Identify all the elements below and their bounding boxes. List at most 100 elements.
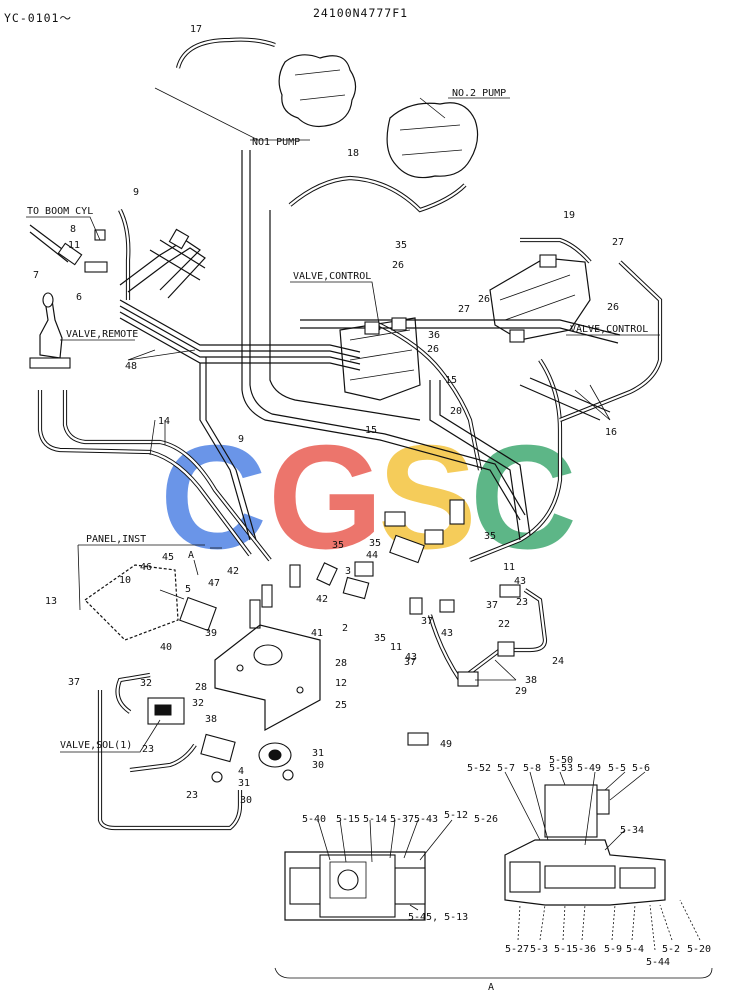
part-number-label: 3: [345, 566, 351, 577]
part-number-label: 37: [486, 600, 498, 611]
pressure-switch: [200, 733, 294, 783]
part-number-label: 35: [484, 531, 496, 542]
part-number-label: 18: [347, 148, 359, 159]
part-number-label: 44: [366, 550, 378, 561]
callout-no1-pump: NO1 PUMP: [252, 137, 300, 148]
part-number-label: 37: [404, 657, 416, 668]
part-number-label: 35: [332, 540, 344, 551]
boom-cylinder-fitting: [29, 224, 108, 273]
part-number-label: 5-36: [572, 944, 596, 955]
part-number-label: 46: [140, 562, 152, 573]
part-number-label: 32: [192, 698, 204, 709]
part-number-labels: 1718199811763526272636262726481515201614…: [33, 24, 711, 968]
watermark-letter-c1: C: [160, 415, 267, 580]
part-number-label: 43: [514, 576, 526, 587]
part-number-label: 11: [68, 240, 80, 251]
part-number-label: 23: [186, 790, 198, 801]
part-number-label: 31: [238, 778, 250, 789]
part-number-label: 42: [227, 566, 239, 577]
part-number-label: 24: [552, 656, 564, 667]
part-number-label: 42: [316, 594, 328, 605]
fittings-cluster: [249, 499, 521, 687]
no2-pump-leader: [419, 97, 510, 119]
part-number-label: 26: [392, 260, 404, 271]
part-number-label: 9: [238, 434, 244, 445]
part-number-label: 5-26: [474, 814, 498, 825]
part-number-label: 27: [612, 237, 624, 248]
part-number-label: 25: [335, 700, 347, 711]
control-valve-right: [489, 254, 591, 343]
part-number-label: 5-40: [302, 814, 326, 825]
no2-pump-shape: [386, 102, 479, 179]
part-number-label: 2: [342, 623, 348, 634]
part-number-label: 5-8: [523, 763, 541, 774]
part-number-label: 5-44: [646, 957, 670, 968]
control-valve-left: [339, 317, 421, 401]
part-number-label: 17: [190, 24, 202, 35]
part-number-label: 9: [133, 187, 139, 198]
part-number-label: 29: [515, 686, 527, 697]
part-number-label: 30: [240, 795, 252, 806]
part-number-label: 5-6: [632, 763, 650, 774]
part-number-label: 19: [563, 210, 575, 221]
part-number-label: 41: [311, 628, 323, 639]
part-number-label: 5-4: [626, 944, 644, 955]
part-number-label: 32: [140, 678, 152, 689]
remote-valve: [29, 292, 71, 369]
part-number-label: 43: [441, 628, 453, 639]
part-number-label: 23: [516, 597, 528, 608]
part-number-label: 15: [445, 375, 457, 386]
part-number-label: 26: [607, 302, 619, 313]
panel-inst-outline: [77, 544, 205, 641]
part-number-label: 15: [365, 425, 377, 436]
part-number-label: 5-2: [662, 944, 680, 955]
part-number-label: 5-50: [549, 755, 573, 766]
no1-pump-leader: [154, 87, 310, 141]
part-number-label: 31: [312, 748, 324, 759]
detail-view-top: [284, 819, 453, 921]
part-number-label: 38: [205, 714, 217, 725]
part-number-label: 26: [478, 294, 490, 305]
part-number-label: 6: [76, 292, 82, 303]
part-number-label: 47: [208, 578, 220, 589]
part-number-label: 35: [369, 538, 381, 549]
part-number-label: 4: [238, 766, 244, 777]
part-number-label: 28: [195, 682, 207, 693]
part-number-label: 20: [450, 406, 462, 417]
part-number-label: 11: [503, 562, 515, 573]
part-number-label: 5-1: [554, 944, 572, 955]
pilot-line-bundle: [119, 150, 621, 541]
part-number-label: 28: [335, 658, 347, 669]
part-number-label: 5-34: [620, 825, 644, 836]
part-number-label: 5-45, 5-13: [408, 912, 468, 923]
watermark-letter-g: G: [268, 415, 383, 580]
part-number-label: 5-9: [604, 944, 622, 955]
callout-valve-remote: VALVE,REMOTE: [66, 329, 138, 340]
part-number-label: 5-14: [363, 814, 387, 825]
part-number-label: 37: [421, 616, 433, 627]
panel-bracket: [214, 624, 321, 732]
part-number-label: 26: [427, 344, 439, 355]
callout-panel-inst: PANEL,INST: [86, 534, 146, 545]
part-number-label: 40: [160, 642, 172, 653]
callout-to-boom-cyl: TO BOOM CYL: [27, 206, 93, 217]
part-49-box: [407, 732, 429, 746]
part-number-label: 5-43: [414, 814, 438, 825]
part-number-label: 27: [458, 304, 470, 315]
part-number-label: 49: [440, 739, 452, 750]
part-number-label: 5-3: [530, 944, 548, 955]
view-a-bracket: [274, 967, 713, 979]
part-number-label: 30: [312, 760, 324, 771]
callout-valve-control-right: VALVE,CONTROL: [570, 324, 648, 335]
part-number-label: 43: [405, 652, 417, 663]
part-number-label: 5-53: [549, 763, 573, 774]
part-number-label: 10: [119, 575, 131, 586]
part-number-label: 5-49: [577, 763, 601, 774]
part-number-label: 12: [335, 678, 347, 689]
part-number-label: 7: [33, 270, 39, 281]
callout-valve-control-left: VALVE,CONTROL: [293, 271, 371, 282]
part-number-label: 5-27: [505, 944, 529, 955]
part-number-label: 5-52: [467, 763, 491, 774]
part-number-label: 48: [125, 361, 137, 372]
